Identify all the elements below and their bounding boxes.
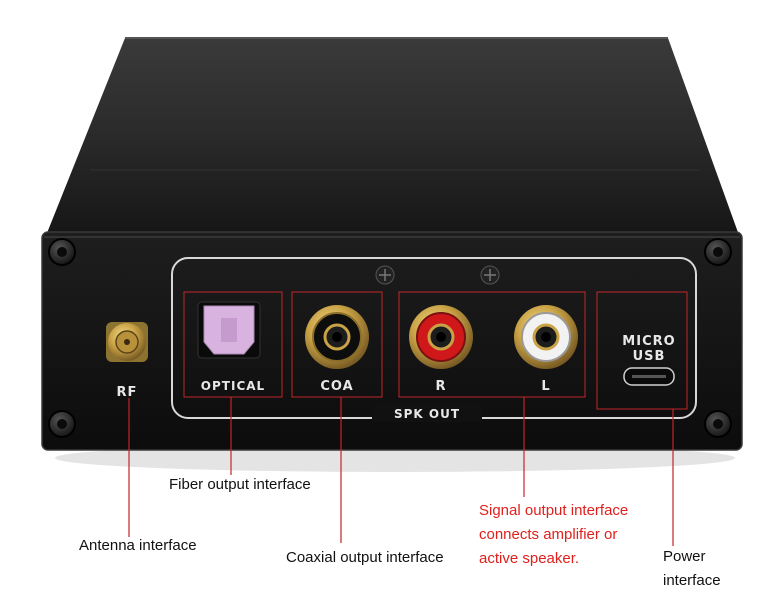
- right-channel-rca-jack-icon: [409, 305, 473, 369]
- optical-port-icon: [197, 301, 261, 359]
- left-label: L: [541, 379, 550, 394]
- fiber-output-caption: Fiber output interface: [169, 476, 311, 493]
- power-caption-line2: interface: [663, 572, 721, 589]
- coa-label: COA: [320, 379, 353, 394]
- rf-label: RF: [117, 385, 138, 400]
- coaxial-output-caption: Coaxial output interface: [286, 549, 444, 566]
- micro-usb-port-icon: [623, 367, 675, 386]
- power-callout-box: [596, 291, 688, 410]
- spk-out-label: SPK OUT: [394, 407, 460, 421]
- rear-panel: [41, 231, 743, 451]
- signal-output-caption-line2: connects amplifier or: [479, 526, 618, 543]
- corner-screw-icon: [704, 410, 732, 438]
- micro-label: MICRO: [622, 334, 675, 349]
- signal-output-caption-line1: Signal output interface: [479, 502, 629, 519]
- antenna-caption: Antenna interface: [79, 537, 197, 554]
- left-channel-rca-jack-icon: [514, 305, 578, 369]
- optical-label: OPTICAL: [201, 379, 265, 393]
- usb-label: USB: [633, 349, 666, 364]
- corner-screw-icon: [48, 238, 76, 266]
- power-caption-line1: Power: [663, 548, 706, 565]
- coaxial-callout-box: [291, 291, 383, 398]
- board-screw-icon: [480, 265, 500, 285]
- device-shadow: [55, 444, 735, 472]
- optical-callout-box: [183, 291, 283, 398]
- signal-output-caption-line3: active speaker.: [479, 550, 580, 567]
- corner-screw-icon: [704, 238, 732, 266]
- callout-leader-lines: [128, 397, 674, 546]
- right-label: R: [435, 379, 446, 394]
- chassis-top: [45, 38, 740, 238]
- coaxial-rca-jack-icon: [305, 305, 369, 369]
- rf-antenna-connector-icon: [106, 322, 148, 362]
- corner-screw-icon: [48, 410, 76, 438]
- signal-output-callout-box: [398, 291, 586, 398]
- board-screw-icon: [375, 265, 395, 285]
